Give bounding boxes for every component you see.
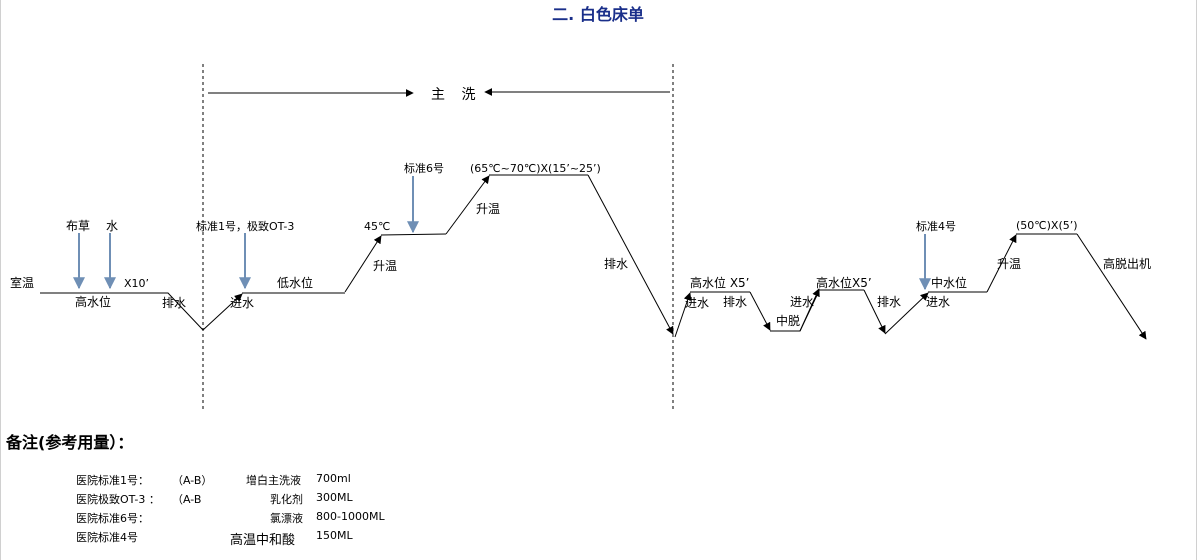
drain-label-4: 排水 — [877, 295, 901, 309]
room-temp-label: 室温 — [10, 275, 34, 290]
notes-title: 备注(参考用量）： — [6, 433, 134, 452]
note-agent: 乳化剂 — [270, 493, 303, 506]
fill-label-3: 进水 — [790, 295, 814, 309]
note-agent: 氯漂液 — [270, 512, 303, 525]
low-water-level-label: 低水位 — [277, 275, 313, 290]
note-agent: 高温中和酸 — [230, 533, 296, 548]
heat-label-3: 升温 — [997, 257, 1021, 271]
main-wash-temp-label: (65℃~70℃)X(15’~25’) — [470, 162, 601, 175]
linen-label: 布草 — [66, 219, 90, 233]
water-label: 水 — [106, 219, 118, 233]
time-x10-label: X10’ — [124, 277, 149, 290]
drain-label-1: 排水 — [162, 296, 186, 310]
main-wash-label: 主 洗 — [431, 87, 481, 103]
drain-label-3: 排水 — [723, 295, 747, 309]
note-dose: 300ML — [316, 491, 353, 504]
note-dose: 700ml — [316, 472, 351, 485]
std1-label: 标准1号，极致OT-3 — [196, 219, 294, 233]
note-dose: 800-1000ML — [316, 510, 385, 523]
temp-45-label: 45℃ — [364, 220, 390, 233]
note-row: 医院极致OT-3 ： （A-B 乳化剂 300ML — [76, 491, 476, 510]
note-ratio: （A-B） — [172, 474, 213, 487]
note-ratio: （A-B — [172, 493, 202, 506]
fill-label-4: 进水 — [926, 295, 950, 309]
high-water-level-label: 高水位 — [75, 294, 111, 309]
mid-water-level-label: 中水位 — [931, 275, 967, 290]
notes-list: 医院标准1号： （A-B） 增白主洗液 700ml 医院极致OT-3 ： （A-… — [76, 472, 476, 548]
page-title: 二. 白色床单 — [552, 5, 644, 24]
rinse-high-level-label-1: 高水位 X5’ — [690, 275, 750, 290]
std4-label: 标准4号 — [916, 219, 956, 233]
heat-label-2: 升温 — [476, 202, 500, 216]
note-product-name: 医院标准6号： — [76, 512, 149, 525]
note-product-name: 医院标准1号： — [76, 474, 149, 487]
heat-label-1: 升温 — [373, 259, 397, 273]
note-row: 医院标准6号： 氯漂液 800-1000ML — [76, 510, 476, 529]
mid-spin-label: 中脱 — [776, 313, 800, 328]
note-row: 医院标准1号： （A-B） 增白主洗液 700ml — [76, 472, 476, 491]
std6-label: 标准6号 — [404, 161, 444, 175]
process-curve — [40, 174, 1147, 340]
note-product-name: 医院标准4号 — [76, 531, 138, 544]
drain-label-2: 排水 — [604, 257, 628, 271]
note-agent: 增白主洗液 — [246, 474, 301, 487]
final-spin-label: 高脱出机 — [1103, 256, 1151, 271]
fill-label-1: 进水 — [230, 296, 254, 310]
neutralize-temp-label: (50℃)X(5’) — [1016, 219, 1078, 232]
note-row: 医院标准4号 高温中和酸 150ML — [76, 529, 476, 548]
note-product-name: 医院极致OT-3 ： — [76, 493, 160, 506]
rinse-high-level-label-2: 高水位X5’ — [816, 275, 872, 290]
note-dose: 150ML — [316, 529, 353, 542]
fill-label-2: 进水 — [685, 296, 709, 310]
